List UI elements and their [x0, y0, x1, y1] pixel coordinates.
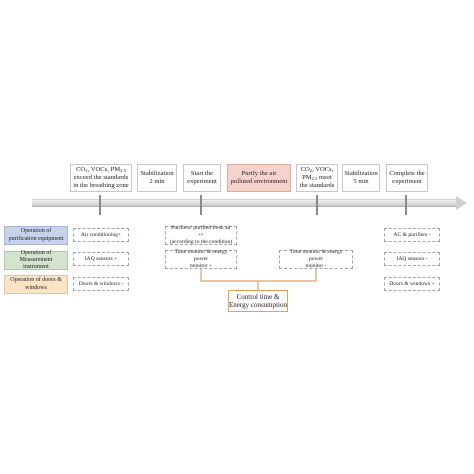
box-time-monitor-start: Time monitor & energy power monitor + [165, 249, 237, 269]
row-label-measurement: Operation of Measurement instrument [4, 250, 68, 270]
stage-pollutants-exceed: CO2, VOCs, PM2.5 exceed the standards in… [70, 164, 132, 192]
box-air-conditioning-on: Air conditioning+ [73, 228, 129, 242]
timeline-tick [99, 195, 101, 215]
timeline-tick [200, 195, 202, 215]
timeline-bar [32, 199, 456, 207]
box-purifiers: Purifiers/ purified fresh air +/- (accor… [165, 225, 237, 245]
box-iaq-sensors-on: IAQ sensors + [73, 252, 129, 266]
timeline-arrowhead [456, 196, 467, 210]
stage-start-experiment: Start the experiment [183, 164, 221, 192]
row-label-doors-windows: Operation of doors & windows [4, 275, 68, 294]
stage-stabilization-5min: Stabilization 5 min [342, 164, 380, 192]
timeline-tick [405, 195, 407, 215]
box-time-monitor-stop: Time monitor & energy power monitor - [279, 249, 353, 269]
control-time-energy-box: Control time & Energy consumption [228, 290, 288, 312]
stage-purify-air: Purify the air polluted environment [227, 164, 291, 192]
timeline-tick [316, 195, 318, 215]
box-ac-purifiers-off: AC & purifiers - [384, 228, 440, 242]
stage-stabilization-2min: Stabilization 2 min [137, 164, 177, 192]
box-doors-windows-close: Doors & windows - [73, 277, 129, 291]
box-iaq-sensors-off: IAQ sensors - [384, 252, 440, 266]
stage-complete-experiment: Complete the experiment [386, 164, 428, 192]
stage-pollutants-meet: CO2, VOCs, PM2.5 meet the standards [296, 164, 338, 192]
box-doors-windows-open: Doors & windows + [384, 277, 440, 291]
row-label-purification: Operation of purification equipment [4, 226, 68, 245]
